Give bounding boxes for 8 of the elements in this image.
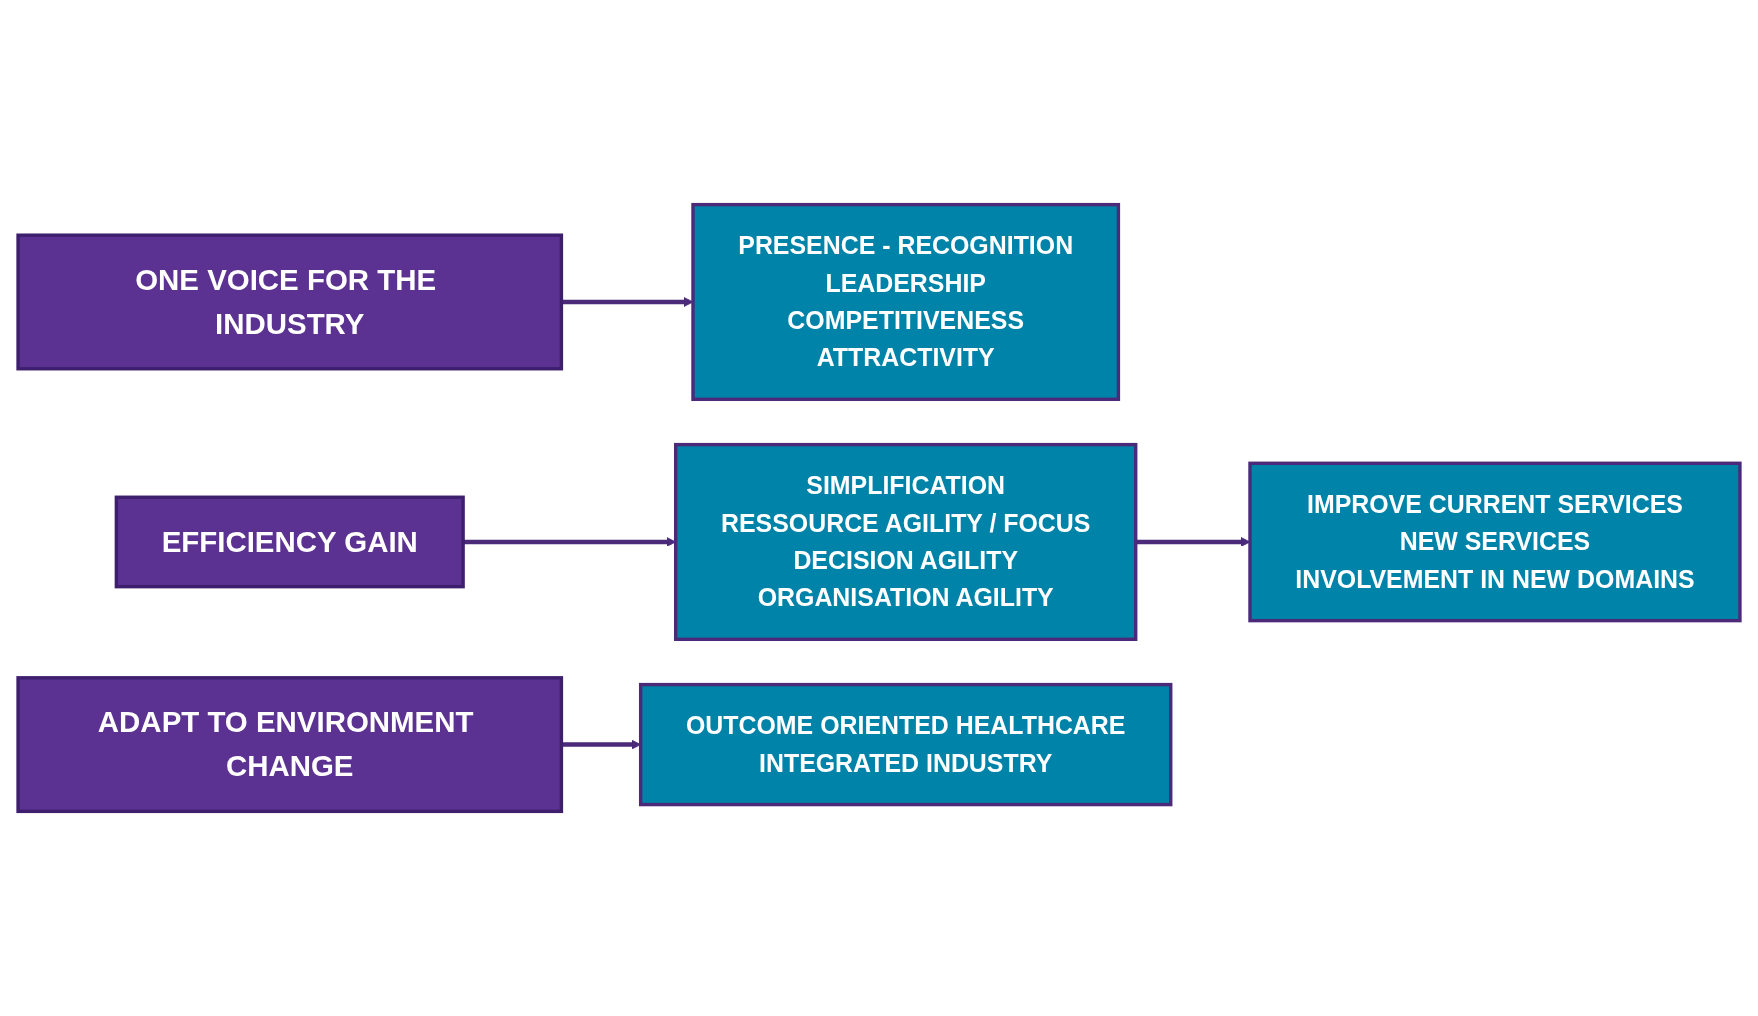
arrow xyxy=(463,537,677,547)
node-box: OUTCOME ORIENTED HEALTHCARE INTEGRATED INDUSTRY xyxy=(638,682,1173,807)
node-box: IMPROVE CURRENT SERVICES NEW SERVICES INVOLVEMENT IN NEW DOMAINS xyxy=(1248,461,1742,623)
node-box: SIMPLIFICATION RESSOURCE AGILITY / FOCUS DECISION AGILITY ORGANISATION AGILITY xyxy=(674,442,1138,641)
node-box: EFFICIENCY GAIN xyxy=(114,495,465,589)
node-box: ONE VOICE FOR THE INDUSTRY xyxy=(16,233,564,371)
node-box: PRESENCE - RECOGNITION LEADERSHIP COMPETITIVENESS ATTRACTIVITY xyxy=(691,202,1121,402)
node-box: ADAPT TO ENVIRONMENT CHANGE xyxy=(16,676,564,814)
